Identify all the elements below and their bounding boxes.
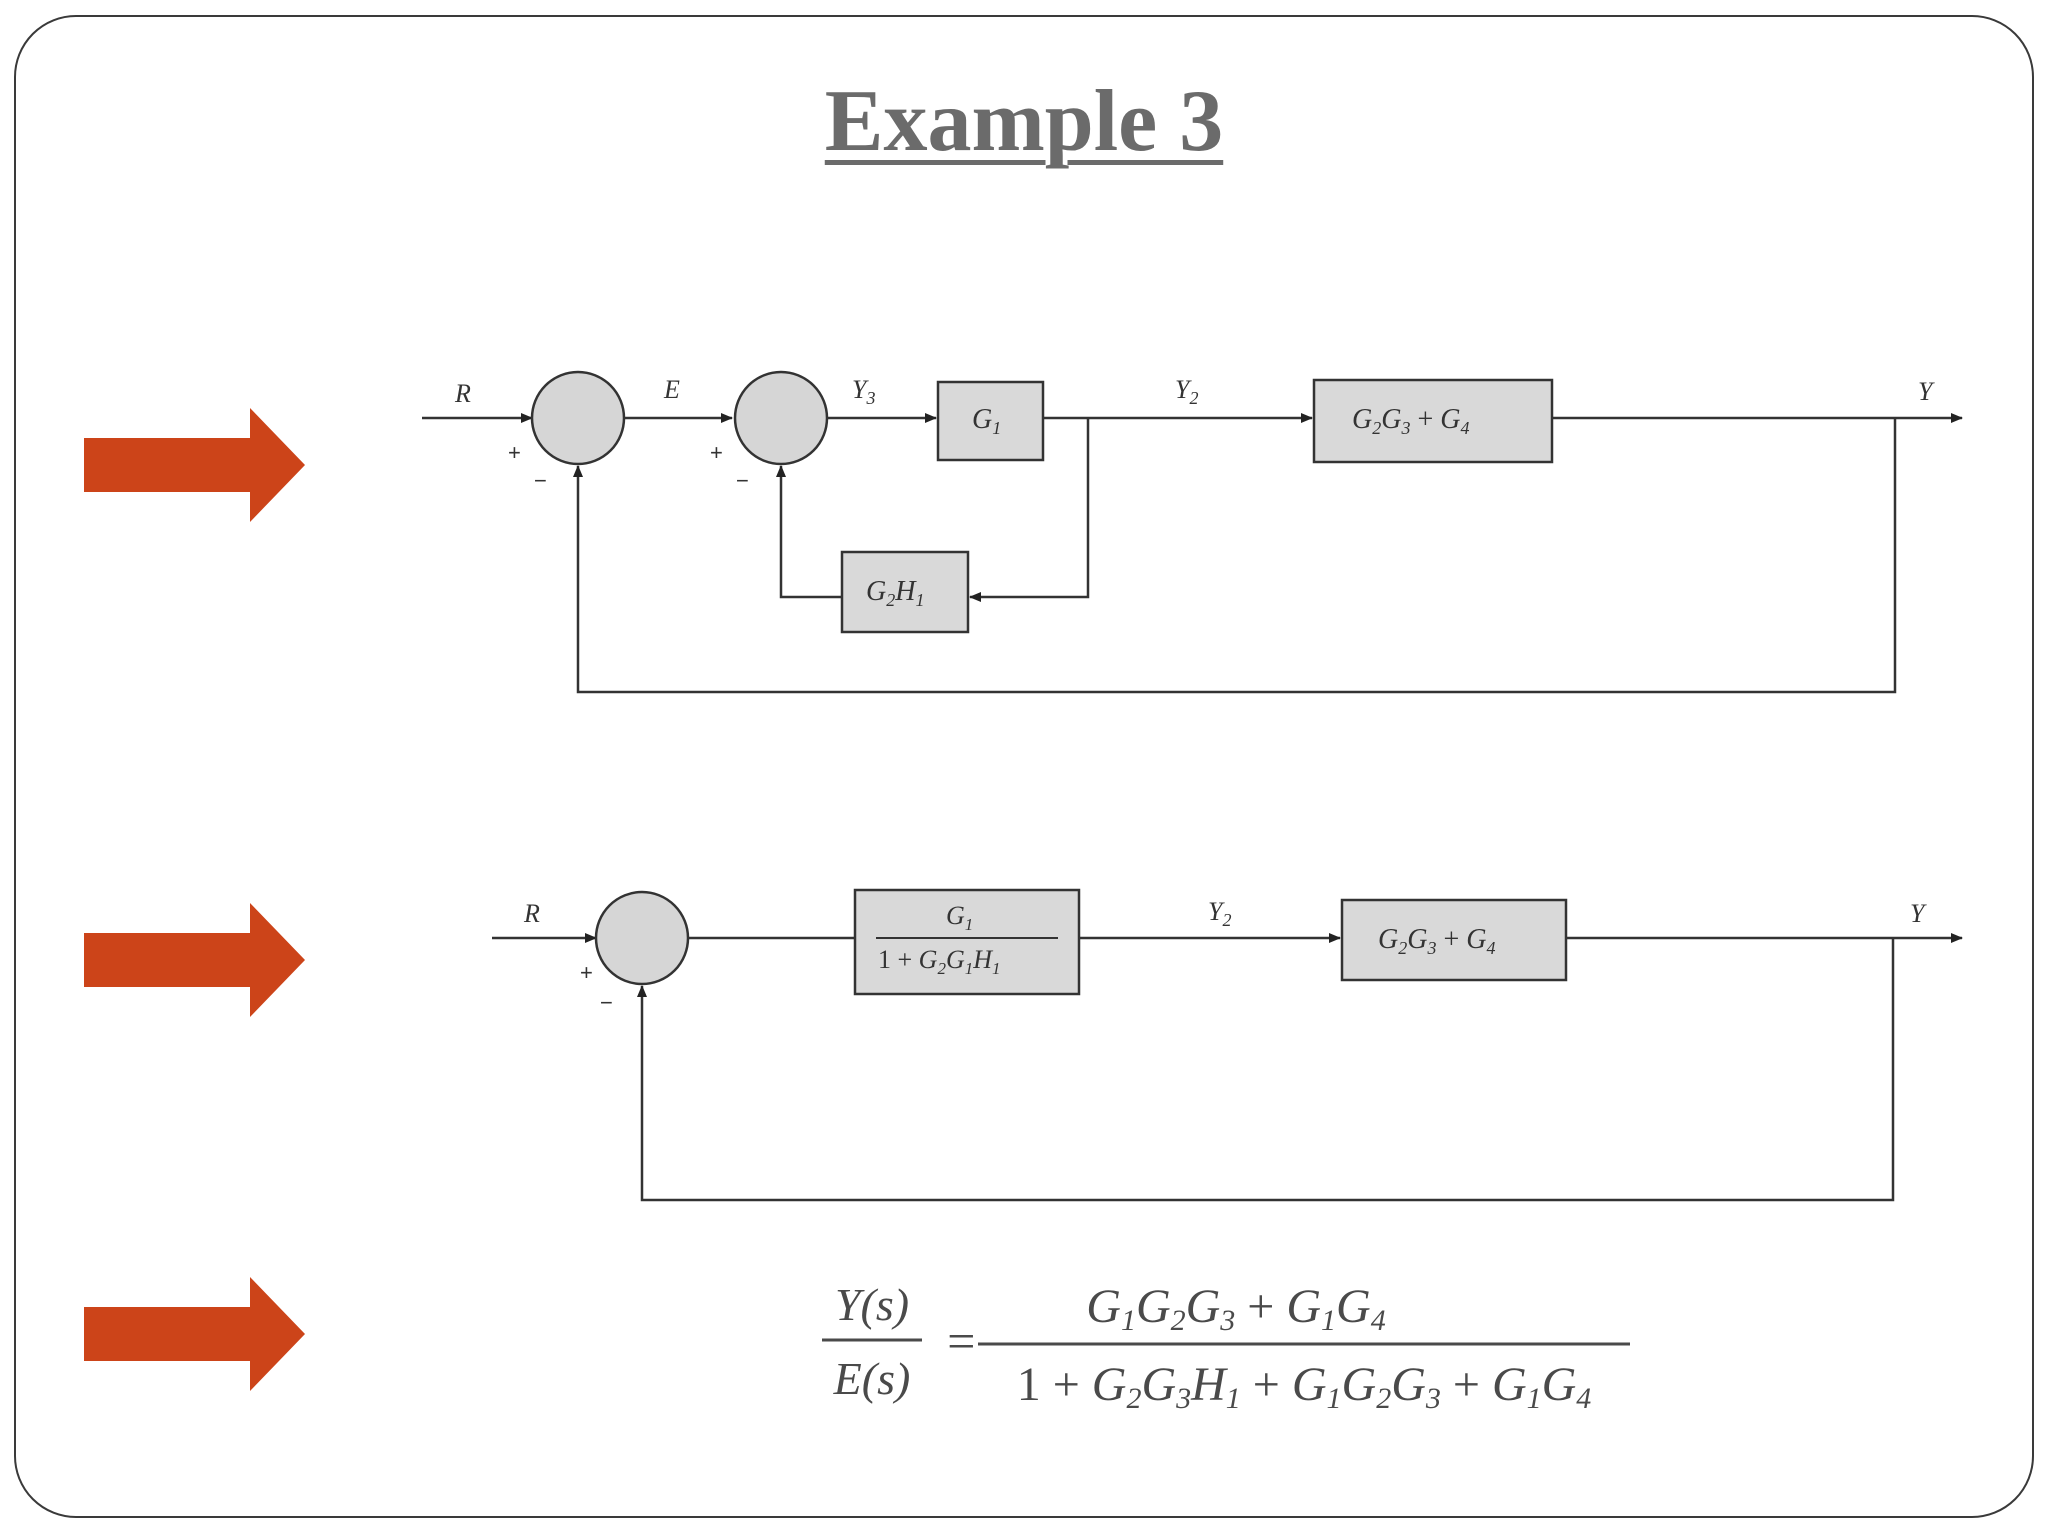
sign-plus: + xyxy=(580,960,593,985)
slide-title: Example 3 xyxy=(0,78,2048,166)
summing-junction-2 xyxy=(733,370,829,466)
summing-junction-1 xyxy=(530,370,626,466)
block-feedback-g2h1 xyxy=(840,550,970,634)
sign-minus: − xyxy=(736,468,749,493)
block-g1 xyxy=(936,380,1045,462)
equation-equals: = xyxy=(944,1313,978,1369)
signal-y3-label: Y3 xyxy=(852,375,875,408)
slide-title-text: Example 3 xyxy=(824,73,1224,170)
signal-e-label: E xyxy=(663,375,680,404)
sign-plus: + xyxy=(710,440,723,465)
block-reduced-inner-loop xyxy=(853,888,1081,996)
block-reduced-numerator: G1 xyxy=(946,901,973,934)
block-diagram-reduced: R + − G1 1 + G2G1H1 Y2 G2G3 + G4 Y xyxy=(492,888,1963,1202)
signal-r-label: R xyxy=(523,899,540,928)
block-forward-g2g3-g4 xyxy=(1340,898,1568,982)
equation-rhs-numerator: G1G2G3 + G1G4 xyxy=(1086,1280,1385,1337)
block-forward-label: G2G3 + G4 xyxy=(1352,404,1470,438)
sign-plus: + xyxy=(508,440,521,465)
right-arrow-icon xyxy=(84,903,305,1017)
block-feedback-label: G2H1 xyxy=(866,576,924,610)
block-diagram-original: R + − E + − Y3 G1 Y2 G2G3 + G4 Y G2H1 xyxy=(422,370,1963,694)
right-arrow-icon xyxy=(84,408,305,522)
block-g1-label: G1 xyxy=(972,404,1001,438)
summing-junction xyxy=(594,890,690,986)
block-forward-label: G2G3 + G4 xyxy=(1378,924,1496,958)
signal-y-label: Y xyxy=(1910,899,1927,928)
equation-lhs-denominator: E(s) xyxy=(833,1353,911,1404)
signal-y2-label: Y2 xyxy=(1175,375,1198,408)
signal-y-label: Y xyxy=(1918,377,1935,406)
equation-rhs-denominator: 1 + G2G3H1 + G1G2G3 + G1G4 xyxy=(1017,1358,1592,1415)
block-forward-g2g3-g4 xyxy=(1312,378,1554,464)
signal-r-label: R xyxy=(454,379,471,408)
block-reduced-denominator: 1 + G2G1H1 xyxy=(878,945,1001,978)
transfer-function-equation: Y(s) E(s) = G1G2G3 + G1G4 1 + G2G3H1 + G… xyxy=(822,1279,1630,1415)
equation-lhs-numerator: Y(s) xyxy=(835,1279,909,1330)
sign-minus: − xyxy=(534,468,547,493)
slide-frame xyxy=(14,15,2034,1518)
signal-y2-label: Y2 xyxy=(1208,897,1231,930)
sign-minus: − xyxy=(600,990,613,1015)
right-arrow-icon xyxy=(84,1277,305,1391)
